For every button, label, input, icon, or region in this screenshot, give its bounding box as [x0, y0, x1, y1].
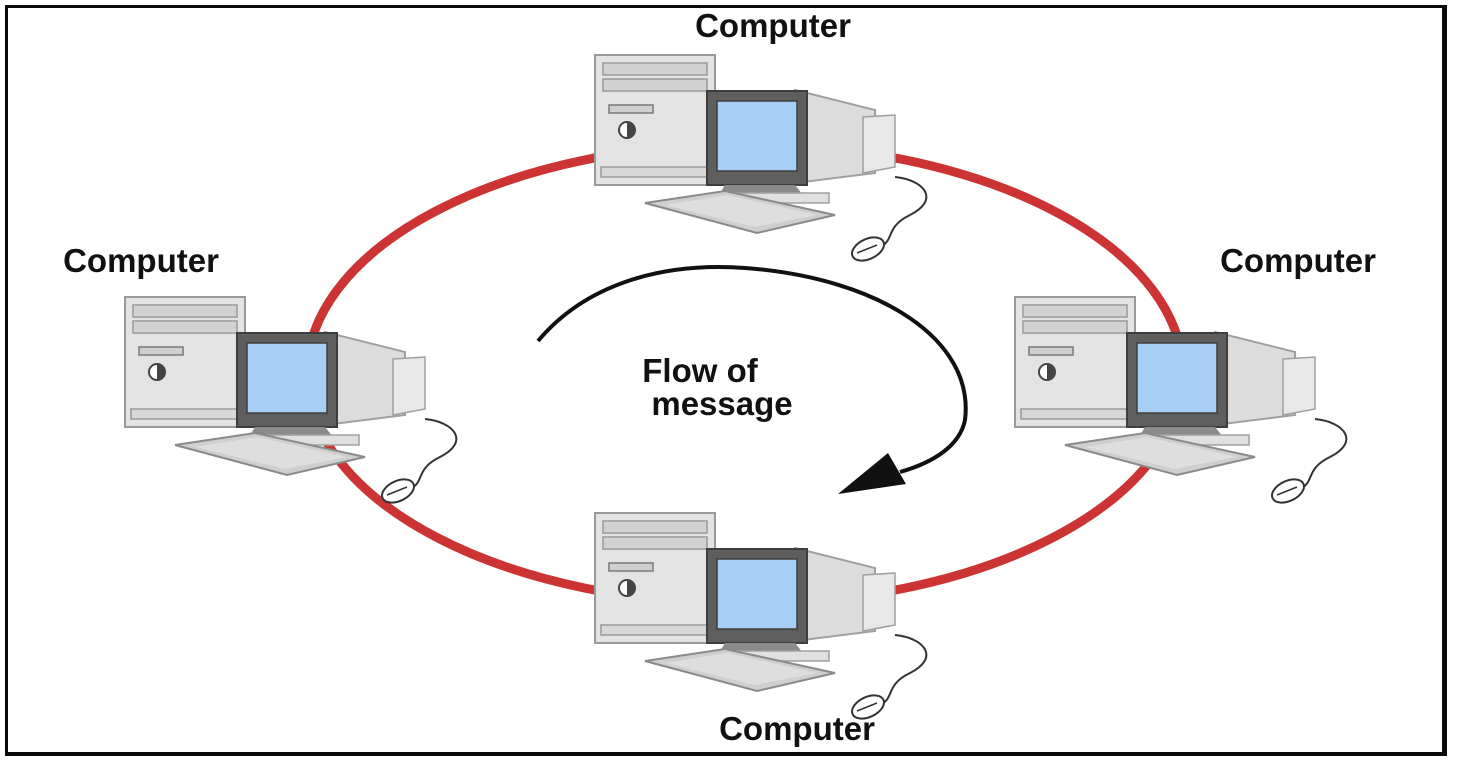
flow-label-line2: message: [651, 385, 792, 422]
computer-icon-top: [594, 54, 928, 267]
computer-icon-right: [1014, 296, 1348, 509]
flow-arrowhead-icon: [838, 453, 906, 494]
flow-arrow: [536, 265, 968, 474]
node-label-left: Computer: [63, 242, 219, 279]
computer-icon-left: [124, 296, 458, 509]
node-label-top: Computer: [695, 7, 851, 44]
computer-icon-bottom: [594, 512, 928, 725]
node-label-bottom: Computer: [719, 710, 875, 747]
node-label-right: Computer: [1220, 242, 1376, 279]
flow-label-line1: Flow of: [642, 352, 758, 389]
